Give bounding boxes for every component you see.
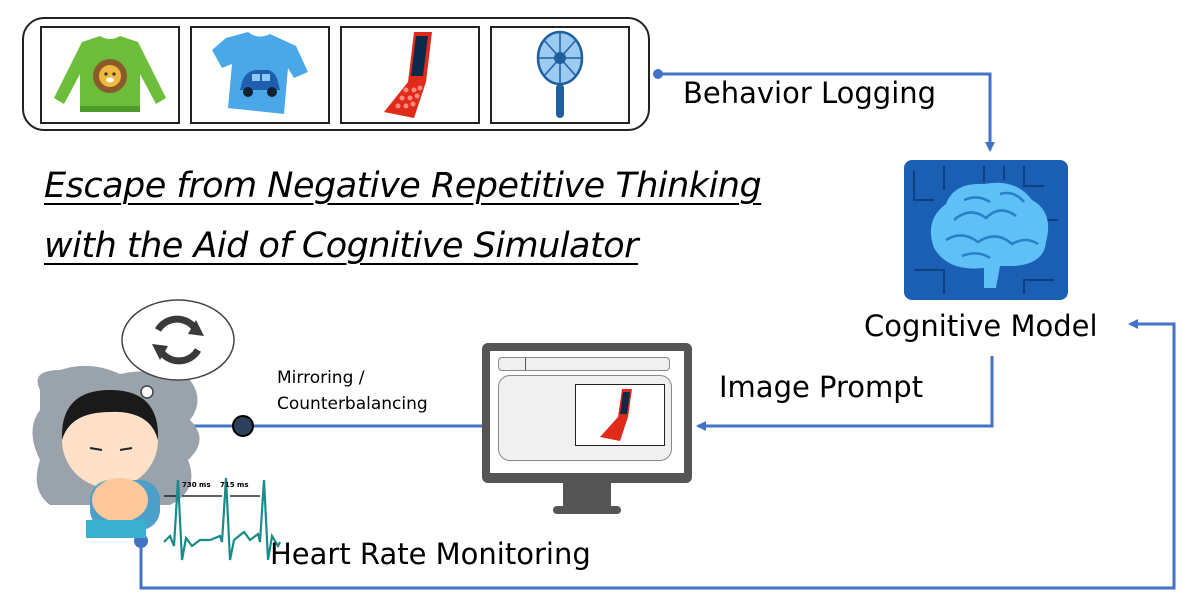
image-prompt-connector xyxy=(696,356,994,431)
diagram-title-line-1: Escape from Negative Repetitive Thinking xyxy=(44,166,762,206)
ecg-waveform xyxy=(163,477,281,561)
simulator-monitor xyxy=(482,343,692,483)
mirroring-node xyxy=(232,415,254,437)
item-phone xyxy=(340,26,480,124)
ecg-interval-1: 730 ms xyxy=(182,481,211,489)
mirroring-label: Mirroring / xyxy=(277,368,365,388)
diagram-title-line-2: with the Aid of Cognitive Simulator xyxy=(44,226,639,266)
flip-phone-icon xyxy=(384,32,432,118)
counterbalancing-label: Counterbalancing xyxy=(277,394,428,414)
content-panel xyxy=(498,375,672,461)
behavior-logging-label: Behavior Logging xyxy=(683,76,937,110)
address-bar[interactable] xyxy=(498,357,670,371)
cognitive-model-node xyxy=(904,160,1068,300)
thought-bubble xyxy=(121,299,235,411)
monitor-screen xyxy=(490,351,684,473)
behavior-logging-connector xyxy=(658,72,995,152)
heart-rate-connector xyxy=(139,319,1176,590)
item-tshirt xyxy=(190,26,330,124)
fan-icon xyxy=(536,30,584,118)
image-prompt-label: Image Prompt xyxy=(719,370,924,404)
person-illustration xyxy=(32,299,235,538)
cognitive-model-label: Cognitive Model xyxy=(864,309,1098,343)
sweater-icon xyxy=(54,36,166,112)
ecg-interval-2: 715 ms xyxy=(220,481,249,489)
heart-rate-monitoring-label: Heart Rate Monitoring xyxy=(270,537,591,571)
behavior-logging-node xyxy=(653,69,663,79)
tshirt-icon xyxy=(212,32,308,114)
image-prompt-frame xyxy=(575,384,665,446)
brain-icon xyxy=(913,166,1058,294)
item-fan xyxy=(490,26,630,124)
item-sweater xyxy=(40,26,180,124)
flip-phone-icon xyxy=(600,389,632,441)
monitor-base xyxy=(553,506,621,514)
